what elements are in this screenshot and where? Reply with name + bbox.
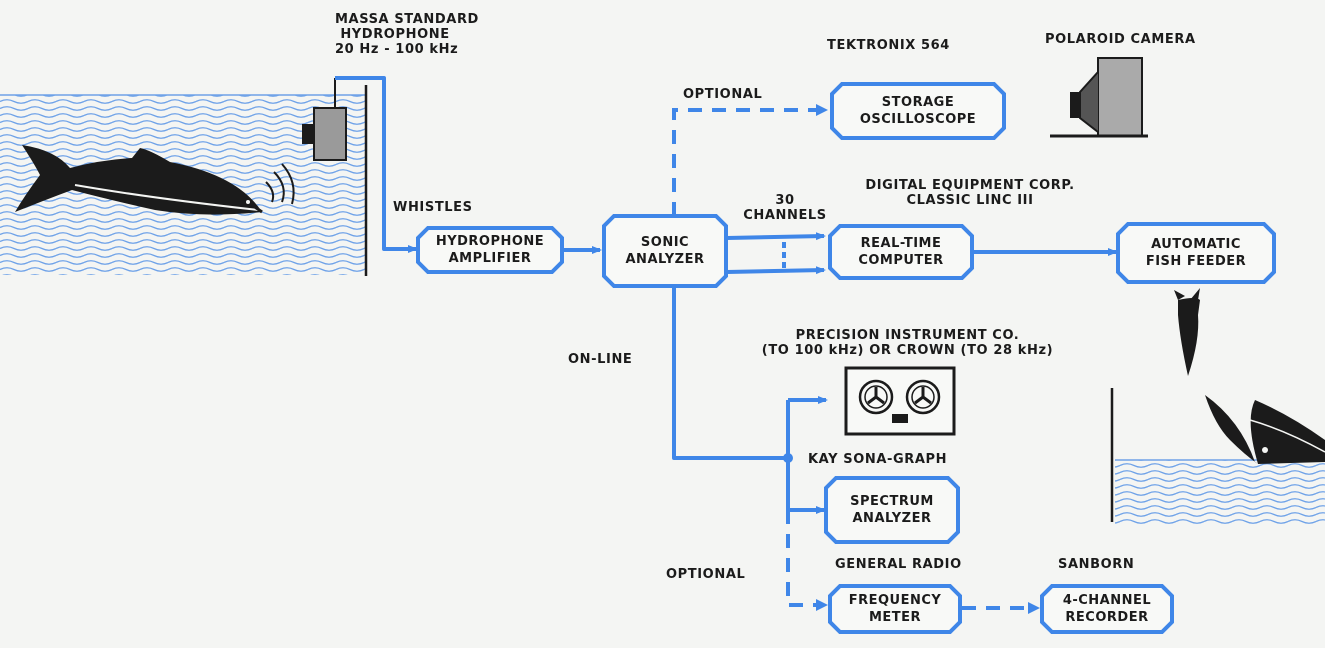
tektronix-label: TEKTRONIX 564 xyxy=(827,38,950,53)
general-radio-label: GENERAL RADIO xyxy=(835,557,962,572)
to-frequency-meter-dashed-line xyxy=(788,510,818,605)
dolphin-head-icon xyxy=(1205,395,1325,464)
online-trunk-line xyxy=(674,286,788,458)
polaroid-camera-icon xyxy=(1050,58,1148,136)
hydrophone-label: MASSA STANDARD HYDROPHONE 20 Hz - 100 kH… xyxy=(335,12,455,57)
sanborn-label: SANBORN xyxy=(1058,557,1134,572)
polaroid-label: POLAROID CAMERA xyxy=(1045,32,1196,47)
junction-dot xyxy=(783,453,793,463)
boxes xyxy=(418,84,1274,632)
channels-label: 30 CHANNELS xyxy=(740,193,830,223)
sonic-to-computer-line-2 xyxy=(727,270,824,272)
sonic-to-computer-line-1 xyxy=(727,236,824,238)
connections xyxy=(335,78,1116,510)
optional-bottom-label: OPTIONAL xyxy=(666,567,745,582)
digital-equipment-label: DIGITAL EQUIPMENT CORP. CLASSIC LINC III xyxy=(855,178,1085,208)
fish-icon xyxy=(1174,288,1200,376)
channel-dots xyxy=(782,242,786,268)
on-line-label: ON-LINE xyxy=(568,352,632,367)
kay-sonagraph-label: KAY SONA-GRAPH xyxy=(808,452,947,467)
precision-instrument-label: PRECISION INSTRUMENT CO. (TO 100 kHz) OR… xyxy=(735,328,1080,358)
optional-top-label: OPTIONAL xyxy=(683,87,762,102)
whistles-label: WHISTLES xyxy=(393,200,473,215)
sonagraph-device-icon xyxy=(846,368,954,434)
